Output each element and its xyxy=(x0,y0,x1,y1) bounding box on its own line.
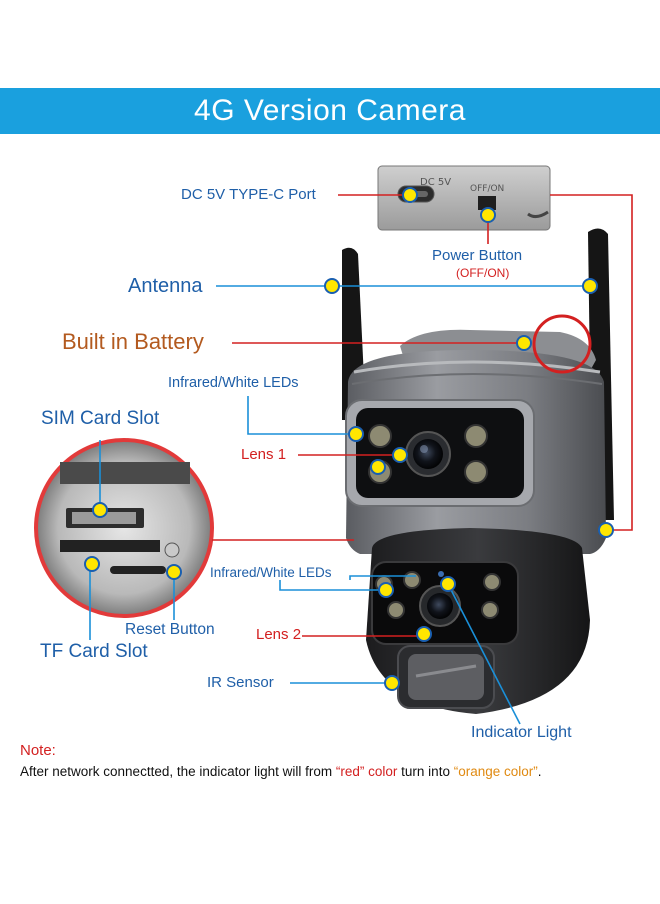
lens2-panel xyxy=(371,561,519,645)
slot-inset xyxy=(34,438,214,618)
label-lens1: Lens 1 xyxy=(241,446,287,463)
note-prefix: After network connectted, the indicator … xyxy=(20,764,336,779)
label-power-button-sub: (OFF/ON) xyxy=(456,266,510,280)
dot-dc-port xyxy=(402,187,418,203)
title-banner: 4G Version Camera xyxy=(0,88,660,134)
label-antenna: Antenna xyxy=(128,275,203,297)
ir-sensor-window xyxy=(397,645,495,709)
dot-indicator xyxy=(440,576,456,592)
note-text: After network connectted, the indicator … xyxy=(20,764,542,779)
note-suffix: . xyxy=(537,764,542,779)
port-on-text: OFF/ON xyxy=(470,184,504,194)
leader-lines xyxy=(89,194,633,725)
battery-highlight xyxy=(532,314,592,374)
note-title: Note: xyxy=(20,742,56,759)
dot-ir-leds-top xyxy=(348,426,364,442)
dot-antenna-bottom xyxy=(598,522,614,538)
label-battery: Built in Battery xyxy=(62,329,204,354)
note-orange-text: “orange color” xyxy=(453,764,538,779)
callout-dots xyxy=(84,187,614,691)
label-reset-button: Reset Button xyxy=(125,621,215,638)
dot-battery xyxy=(516,335,532,351)
lens1-panel xyxy=(345,399,535,507)
dot-ir-sensor xyxy=(384,675,400,691)
dot-ir-leds-bottom xyxy=(378,582,394,598)
label-power-button: Power Button xyxy=(432,247,523,264)
dot-ir-led-lower xyxy=(370,459,386,475)
dot-lens1 xyxy=(392,447,408,463)
dot-sim-slot xyxy=(92,502,108,518)
label-indicator-light: Indicator Light xyxy=(471,724,572,741)
dot-power-button xyxy=(480,207,496,223)
dot-antenna-right xyxy=(582,278,598,294)
port-dc-text: DC 5V xyxy=(420,177,451,188)
dot-reset xyxy=(166,564,182,580)
dot-tf-slot xyxy=(84,556,100,572)
label-ir-leds-bottom: Infrared/White LEDs xyxy=(210,565,332,580)
label-dc-port: DC 5V TYPE-C Port xyxy=(181,186,316,203)
label-sim-slot: SIM Card Slot xyxy=(41,408,160,429)
note-red-text: “red” color xyxy=(335,764,398,779)
label-ir-leds-top: Infrared/White LEDs xyxy=(168,375,299,391)
label-ir-sensor: IR Sensor xyxy=(207,674,274,691)
note-middle: turn into xyxy=(397,764,454,779)
label-lens2: Lens 2 xyxy=(256,626,302,643)
label-tf-slot: TF Card Slot xyxy=(40,641,148,662)
page-title: 4G Version Camera xyxy=(194,94,466,127)
dot-lens2 xyxy=(416,626,432,642)
dot-antenna-left xyxy=(324,278,340,294)
